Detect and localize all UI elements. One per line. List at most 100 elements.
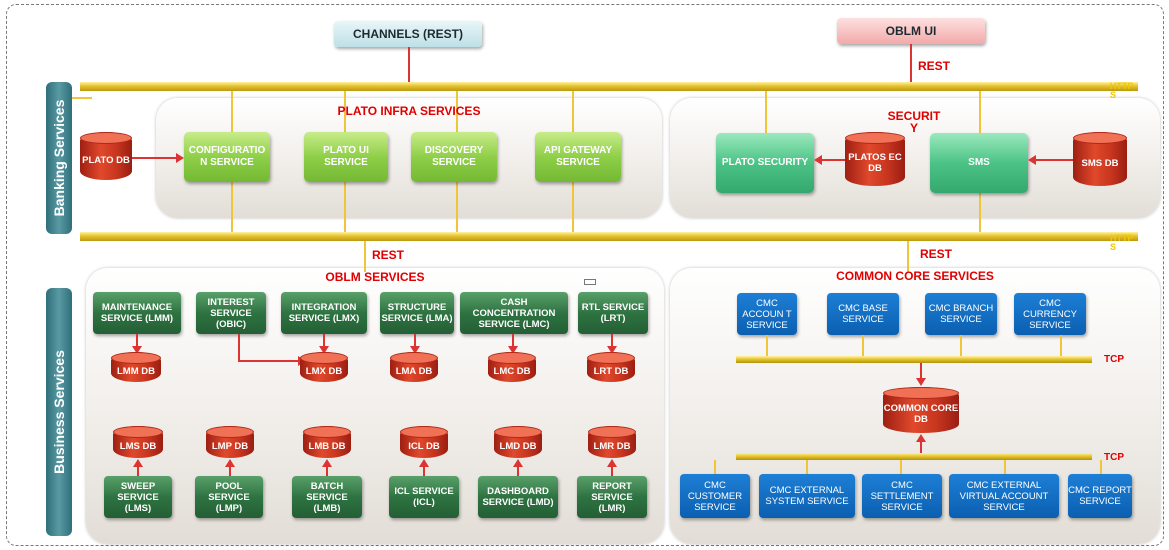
lmc-arrow-head <box>508 346 518 354</box>
configuration-service-label: CONFIGURATIO N SERVICE <box>188 145 266 168</box>
cmc-external-virtual-account-service-label: CMC EXTERNAL VIRTUAL ACCOUNT SERVICE <box>959 479 1049 513</box>
lmb-arrow-head <box>322 459 332 467</box>
plato-security-label: PLATO SECURITY <box>721 157 809 168</box>
sms-service: SMS <box>930 133 1028 193</box>
rtl-service: RTL SERVICE (LRT) <box>578 292 648 334</box>
rest-label-common-core: REST <box>920 247 953 261</box>
lmx-db: LMX DB <box>300 352 348 382</box>
plato-security-service: PLATO SECURITY <box>716 133 814 193</box>
lmp-link <box>229 466 231 476</box>
bus-stub-left <box>72 97 92 99</box>
lmd-db-label: LMD DB <box>499 440 537 452</box>
structure-service: STRUCTURE SERVICE (LMA) <box>380 292 454 334</box>
icl-db: ICL DB <box>400 426 448 458</box>
small-rect-icon <box>584 279 596 285</box>
lmp-arrow-head <box>225 459 235 467</box>
cmc-external-virtual-account-service: CMC EXTERNAL VIRTUAL ACCOUNT SERVICE <box>949 474 1059 518</box>
icl-db-label: ICL DB <box>408 440 440 452</box>
oblm-ui-text: OBLM UI <box>885 24 937 38</box>
common-core-db-arrow-top <box>916 378 926 386</box>
obic-link-horizontal <box>238 360 298 362</box>
connector-common-core <box>907 241 909 272</box>
lrt-db: LRT DB <box>587 352 635 382</box>
api-gateway-service-label: API GATEWAY SERVICE <box>543 145 613 168</box>
icl-link <box>423 466 425 476</box>
lmp-db: LMP DB <box>206 426 254 458</box>
api-gateway-service: API GATEWAY SERVICE <box>535 132 621 182</box>
configuration-service: CONFIGURATIO N SERVICE <box>184 132 270 182</box>
obic-link-vertical <box>238 334 240 361</box>
lmb-link <box>326 466 328 476</box>
lms-db: LMS DB <box>113 426 163 458</box>
cmc-account-service-label: CMC ACCOUN T SERVICE <box>742 297 792 331</box>
lmc-db-label: LMC DB <box>493 365 531 377</box>
cmc-external-system-service: CMC EXTERNAL SYSTEM SERVICE <box>759 474 855 518</box>
interest-service-label: INTEREST SERVICE (OBIC) <box>207 296 255 330</box>
cmc-virtual-account-link <box>1004 460 1006 476</box>
lmr-db: LMR DB <box>588 426 636 458</box>
cmc-settlement-service: CMC SETTLEMENT SERVICE <box>862 474 942 518</box>
common-core-db-label: COMMON CORE DB <box>883 403 959 425</box>
report-service: REPORT SERVICE (LMR) <box>577 476 647 518</box>
lmx-db-label: LMX DB <box>305 365 343 377</box>
lmr-link <box>611 466 613 476</box>
plato-ui-service-label: PLATO UI SERVICE <box>323 145 369 168</box>
cmc-settlement-service-label: CMC SETTLEMENT SERVICE <box>870 479 934 513</box>
lms-db-label: LMS DB <box>119 440 157 452</box>
discovery-service: DISCOVERY SERVICE <box>411 132 497 182</box>
banking-services-text: Banking Services <box>51 99 67 217</box>
http-bus-top <box>80 82 1138 91</box>
cmc-customer-service: CMC CUSTOMER SERVICE <box>680 474 750 518</box>
tcp-label-top: TCP <box>1104 354 1124 365</box>
oblm-ui-tab: OBLM UI <box>837 18 985 44</box>
lrt-link <box>611 334 613 348</box>
cmc-base-service-label: CMC BASE SERVICE <box>838 303 888 325</box>
cmc-account-service: CMC ACCOUN T SERVICE <box>737 293 797 335</box>
cmc-branch-service-label: CMC BRANCH SERVICE <box>928 303 994 325</box>
lmm-db-label: LMM DB <box>117 365 155 377</box>
sms-db: SMS DB <box>1073 132 1127 186</box>
batch-service-label: BATCH SERVICE (LMB) <box>306 480 348 514</box>
dashboard-service-label: DASHBOARD SERVICE (LMD) <box>482 486 554 508</box>
pool-service-label: POOL SERVICE (LMP) <box>208 480 250 514</box>
tcp-bus-bottom <box>736 453 1092 460</box>
rest-label-oblm: REST <box>372 248 405 262</box>
cmc-report-service-label: CMC REPORT SERVICE <box>1068 485 1132 507</box>
integration-service-label: INTEGRATION SERVICE (LMX) <box>288 302 360 324</box>
plato-infra-title: PLATO INFRA SERVICES <box>337 104 481 118</box>
lmd-arrow-head <box>513 459 523 467</box>
common-core-db-link-top <box>920 363 922 379</box>
pool-service: POOL SERVICE (LMP) <box>195 476 263 518</box>
oblm-ui-connector <box>910 44 912 83</box>
structure-service-label: STRUCTURE SERVICE (LMA) <box>381 302 453 324</box>
lmc-link <box>512 334 514 348</box>
plato-db: PLATO DB <box>80 132 132 180</box>
plato-db-arrow-line <box>132 157 176 159</box>
lms-arrow-head <box>133 459 143 467</box>
cmc-base-link <box>862 335 864 357</box>
cmc-external-system-service-label: CMC EXTERNAL SYSTEM SERVICE <box>765 485 849 507</box>
common-core-db-link-bottom <box>920 441 922 453</box>
lmd-db: LMD DB <box>494 426 542 458</box>
security-title: SECURIT Y <box>887 109 941 135</box>
cmc-settlement-link <box>900 460 902 476</box>
rest-label-top: REST <box>918 59 951 73</box>
lrt-arrow-head <box>607 346 617 354</box>
platosec-db-label: PLATOS EC DB <box>848 152 902 174</box>
lmx-link <box>323 334 325 348</box>
architecture-frame <box>6 4 1164 546</box>
lmb-db: LMB DB <box>303 426 351 458</box>
cash-concentration-service-label: CASH CONCENTRATION SERVICE (LMC) <box>472 296 556 330</box>
common-core-db-arrow-bottom <box>916 434 926 442</box>
channels-rest-text: CHANNELS (REST) <box>353 27 463 41</box>
channels-connector <box>408 47 410 83</box>
sms-db-arrow-head <box>1028 155 1036 165</box>
cmc-branch-service: CMC BRANCH SERVICE <box>925 293 997 335</box>
lmr-arrow-head <box>607 459 617 467</box>
report-service-label: REPORT SERVICE (LMR) <box>591 480 633 514</box>
cmc-branch-link <box>960 335 962 357</box>
business-services-label: Business Services <box>46 288 72 536</box>
sms-db-arrow-line <box>1036 159 1073 161</box>
https-label-middle: HTTP S <box>1110 233 1134 252</box>
lms-link <box>137 466 139 476</box>
